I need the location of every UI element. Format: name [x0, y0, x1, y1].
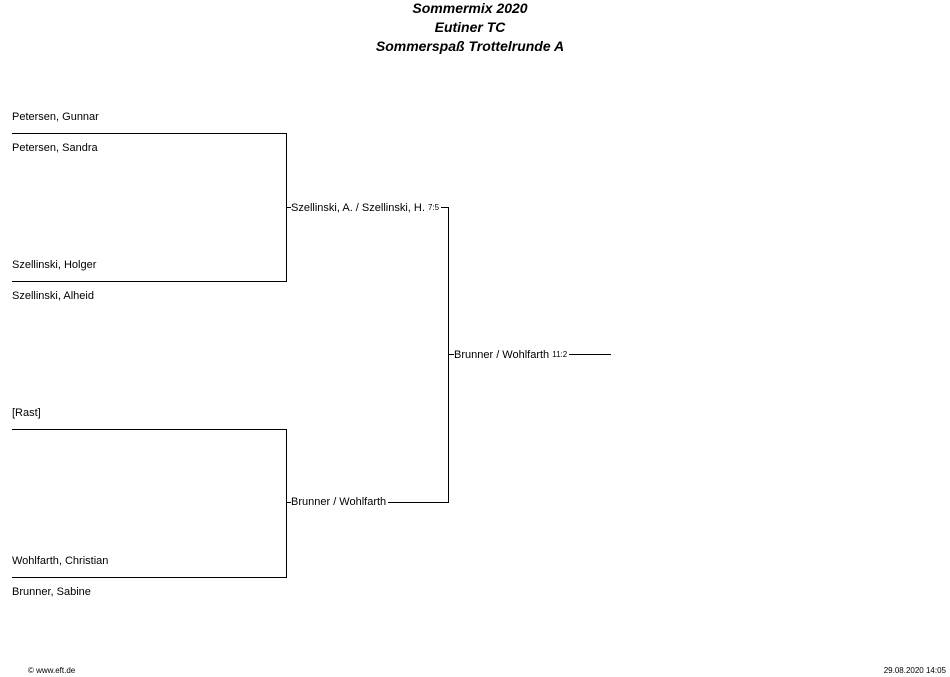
round2-match2-names: Brunner / Wohlfarth	[291, 496, 387, 508]
round1-match1-player-b: Petersen, Sandra	[12, 142, 98, 154]
bracket-connector	[286, 133, 287, 281]
round1-match4-player-a: Wohlfarth, Christian	[12, 555, 109, 567]
print-timestamp: 29.08.2020 14:05	[883, 666, 946, 675]
bracket-line	[12, 281, 287, 282]
round2-match1-score: 7:5	[427, 203, 440, 212]
final-names: Brunner / Wohlfarth	[454, 349, 550, 361]
round2-match1-winner: Szellinski, A. / Szellinski, H. 7:5	[291, 201, 442, 215]
bracket-line	[12, 577, 287, 578]
tournament-title: Sommermix 2020	[412, 0, 528, 16]
round1-match2-player-a: Szellinski, Holger	[12, 259, 97, 271]
round1-match2-player-b: Szellinski, Alheid	[12, 290, 94, 302]
round1-match1-player-a: Petersen, Gunnar	[12, 111, 99, 123]
bracket-line	[12, 133, 287, 134]
final-winner: Brunner / Wohlfarth 11:2	[454, 348, 570, 362]
bracket-line	[12, 429, 287, 430]
club-name: Eutiner TC	[434, 19, 506, 35]
round1-match4-player-b: Brunner, Sabine	[12, 586, 91, 598]
bracket-connector	[448, 207, 449, 503]
bracket-connector	[286, 429, 287, 577]
copyright-text: © www.eft.de	[28, 666, 76, 675]
round2-match2-winner: Brunner / Wohlfarth	[291, 496, 389, 509]
draw-name: Sommerspaß Trottelrunde A	[375, 38, 565, 54]
round1-match3-player-a: [Rast]	[12, 407, 41, 419]
round2-match1-names: Szellinski, A. / Szellinski, H.	[291, 202, 425, 214]
final-score: 11:2	[552, 350, 568, 359]
